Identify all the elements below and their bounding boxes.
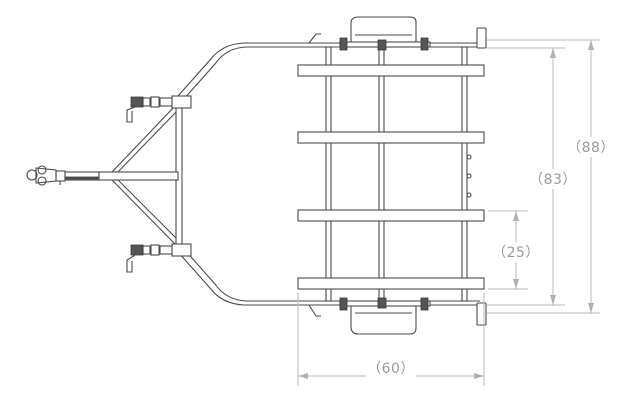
axle-bottom — [308, 297, 487, 335]
winch-stand-bottom — [126, 243, 192, 273]
axle-top — [308, 16, 487, 51]
dimension-label-83: （83） — [528, 169, 578, 189]
bunk-2 — [297, 131, 485, 144]
outer-frame-rails — [177, 42, 480, 306]
bunks — [297, 64, 485, 290]
dimension-label-88: （88） — [566, 137, 616, 157]
hitch-coupler-icon — [26, 165, 66, 186]
dimension-label-60: （60） — [366, 358, 416, 378]
winch-stand-top — [126, 95, 192, 123]
longitudinal-members — [325, 46, 472, 302]
bunk-3 — [297, 209, 485, 222]
bunk-4 — [297, 277, 485, 290]
dimension-label-25: （25） — [491, 242, 541, 262]
tongue-beam — [64, 171, 179, 181]
bunk-1 — [297, 64, 485, 77]
dimension-88 — [487, 39, 600, 314]
